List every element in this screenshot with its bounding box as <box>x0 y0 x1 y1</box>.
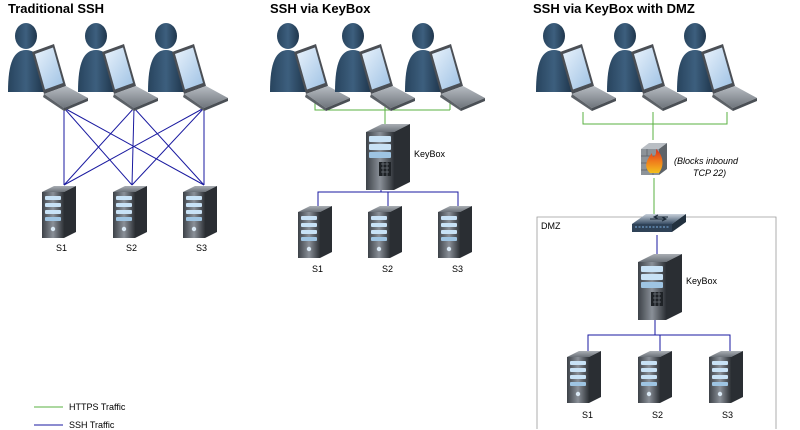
dmz-ssh-title: SSH via KeyBox with DMZ <box>533 1 695 16</box>
keybox-ssh-title: SSH via KeyBox <box>270 1 371 16</box>
laptop-user-icon <box>536 23 616 111</box>
traditional-ssh-links <box>63 107 205 186</box>
keybox-gateway-icon <box>637 253 683 321</box>
server-icon <box>42 186 76 238</box>
server-icon <box>567 351 601 403</box>
server-label: S2 <box>382 264 393 274</box>
firewall-icon <box>640 142 668 176</box>
laptop-user-icon <box>148 23 228 111</box>
laptop-user-icon <box>8 23 88 111</box>
server-label: S1 <box>582 410 593 420</box>
traditional-ssh-title: Traditional SSH <box>8 1 104 16</box>
firewall-note: TCP 22) <box>693 168 726 178</box>
legend: HTTPS Traffic SSH Traffic <box>34 402 126 430</box>
server-icon <box>438 206 472 258</box>
server-label: S3 <box>452 264 463 274</box>
keybox-gateway-label: KeyBox <box>414 149 446 159</box>
keybox-gateway-label: KeyBox <box>686 276 718 286</box>
dmz-https-links <box>582 112 728 214</box>
legend-ssh-label: SSH Traffic <box>69 420 115 430</box>
firewall-note: (Blocks inbound <box>674 156 739 166</box>
legend-https-label: HTTPS Traffic <box>69 402 126 412</box>
server-icon <box>709 351 743 403</box>
keybox-gateway-icon <box>365 123 411 191</box>
dmz-ssh-links <box>587 235 731 354</box>
server-icon <box>298 206 332 258</box>
server-label: S2 <box>652 410 663 420</box>
dmz-zone-label: DMZ <box>541 221 561 231</box>
server-label: S2 <box>126 243 137 253</box>
laptop-user-icon <box>677 23 757 111</box>
laptop-user-icon <box>78 23 158 111</box>
server-icon <box>183 186 217 238</box>
server-label: S1 <box>56 243 67 253</box>
server-label: S3 <box>722 410 733 420</box>
server-icon <box>638 351 672 403</box>
server-label: S1 <box>312 264 323 274</box>
laptop-user-icon <box>607 23 687 111</box>
server-icon <box>368 206 402 258</box>
laptop-user-icon <box>405 23 485 111</box>
server-icon <box>113 186 147 238</box>
server-label: S3 <box>196 243 207 253</box>
